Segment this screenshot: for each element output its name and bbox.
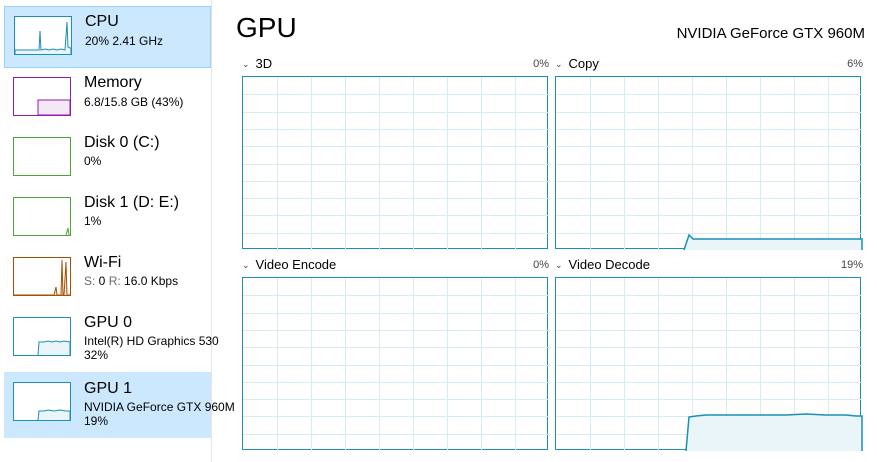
sidebar-item-title: GPU 0: [84, 314, 133, 331]
graph-video-decode: [555, 277, 863, 452]
chevron-down-icon: ⌄: [242, 59, 250, 69]
graph-video-encode: [242, 277, 549, 451]
sidebar-item-detail: 20% 2.41 GHz: [85, 34, 164, 48]
chevron-down-icon: ⌄: [242, 260, 250, 270]
sidebar-item-detail: Intel(R) HD Graphics 530: [84, 334, 219, 348]
sidebar-item-detail: 6.8/15.8 GB (43%): [84, 95, 184, 109]
graph-copy: [555, 76, 863, 251]
sidebar-item-gpu-0[interactable]: GPU 0 Intel(R) HD Graphics 530 32%: [4, 308, 219, 370]
sidebar-item-title: Memory: [84, 74, 142, 91]
gpu-device-name: NVIDIA GeForce GTX 960M: [676, 25, 865, 42]
sidebar-item-title: Disk 1 (D: E:): [84, 194, 180, 211]
sidebar-item-wifi[interactable]: Wi-Fi S: 0 R: 16.0 Kbps: [4, 248, 211, 310]
panel-label: Copy: [568, 56, 599, 71]
sidebar-item-percent: 32%: [84, 348, 109, 362]
graph-gridlines: [556, 77, 862, 250]
gpu-0-thumbnail-graph: [13, 317, 71, 356]
page-title: GPU: [236, 12, 297, 43]
panel-label: Video Encode: [255, 257, 337, 272]
sidebar-item-title: CPU: [85, 13, 119, 30]
graph-3d: [242, 76, 549, 250]
panel-copy-selector[interactable]: ⌄ Copy: [555, 57, 599, 72]
panel-percent: 6%: [847, 58, 863, 70]
gpu-1-thumbnail-graph: [13, 382, 71, 421]
cpu-thumbnail-graph: [14, 16, 72, 55]
sidebar-item-title: GPU 1: [84, 380, 133, 397]
graph-gridlines: [556, 278, 862, 451]
panel-video-decode-selector[interactable]: ⌄ Video Decode: [555, 258, 650, 273]
sidebar-item-title: Wi-Fi: [84, 254, 122, 271]
panel-label: Video Decode: [568, 257, 650, 272]
panel-video-encode-selector[interactable]: ⌄ Video Encode: [242, 258, 336, 273]
wifi-thumbnail-graph: [13, 257, 71, 296]
sidebar-item-disk-1[interactable]: Disk 1 (D: E:) 1%: [4, 188, 211, 250]
receive-value: 16.0 Kbps: [120, 274, 179, 288]
gpu-details-pane: GPU NVIDIA GeForce GTX 960M ⌄ 3D 0% ⌄ Copy…: [212, 0, 877, 462]
disk-0-thumbnail-graph: [13, 137, 71, 176]
sidebar-item-disk-0[interactable]: Disk 0 (C:) 0%: [4, 128, 211, 190]
disk-1-thumbnail-graph: [13, 197, 71, 236]
panel-3d-selector[interactable]: ⌄ 3D: [242, 57, 272, 72]
panel-percent: 19%: [840, 259, 863, 271]
sidebar-item-memory[interactable]: Memory 6.8/15.8 GB (43%): [4, 68, 211, 130]
send-label: S:: [84, 274, 96, 288]
sidebar-item-detail: S: 0 R: 16.0 Kbps: [84, 274, 178, 288]
send-value: 0: [95, 274, 109, 288]
panel-label: 3D: [255, 56, 273, 71]
sidebar-item-detail: 1%: [84, 214, 102, 228]
sidebar: CPU 20% 2.41 GHz Memory 6.8/15.8 GB (43%…: [0, 0, 235, 462]
memory-thumbnail-graph: [13, 77, 71, 116]
sidebar-item-detail: NVIDIA GeForce GTX 960M: [84, 400, 235, 414]
sidebar-item-cpu[interactable]: CPU 20% 2.41 GHz: [4, 6, 211, 68]
panel-percent: 0%: [533, 259, 549, 271]
sidebar-item-detail: 0%: [84, 154, 102, 168]
panel-percent: 0%: [533, 58, 549, 70]
receive-label: R:: [108, 274, 121, 288]
sidebar-item-gpu-1[interactable]: GPU 1 NVIDIA GeForce GTX 960M 19%: [4, 372, 235, 438]
chevron-down-icon: ⌄: [555, 260, 563, 270]
graph-gridlines: [243, 77, 549, 250]
sidebar-item-title: Disk 0 (C:): [84, 134, 160, 151]
sidebar-item-percent: 19%: [84, 414, 109, 428]
chevron-down-icon: ⌄: [555, 59, 563, 69]
graph-gridlines: [243, 278, 549, 451]
